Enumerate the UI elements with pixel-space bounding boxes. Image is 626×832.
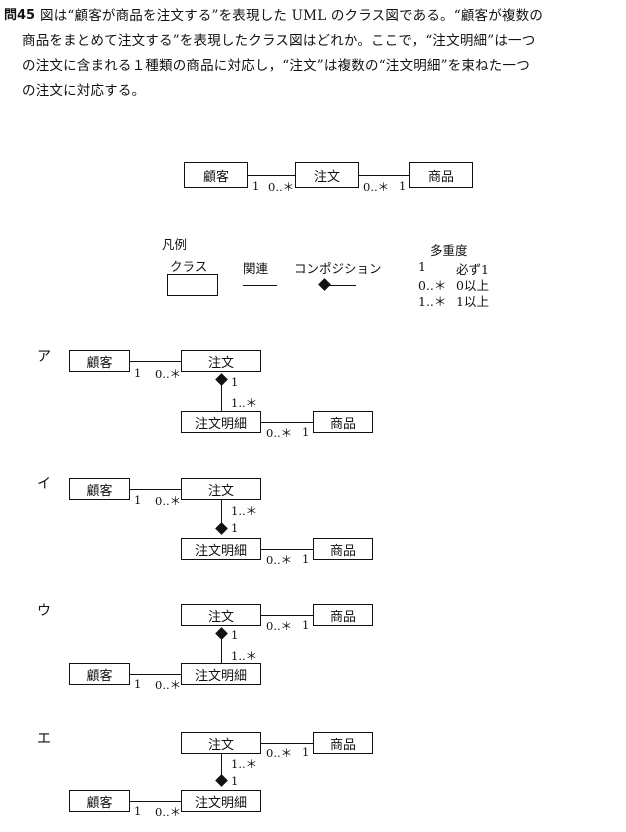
multiplicity-label: 1 xyxy=(302,552,310,566)
class-customer: 顧客 xyxy=(69,350,130,372)
multiplicity-symbol: 0..＊ xyxy=(418,278,447,293)
class-order: 注文 xyxy=(181,604,261,626)
multiplicity-label: 0..＊ xyxy=(155,494,182,508)
multiplicity-label: 0..＊ xyxy=(155,805,182,819)
class-product: 商品 xyxy=(313,604,373,626)
question-number: 問45 xyxy=(4,8,36,23)
legend-association-label: 関連 xyxy=(243,261,269,276)
class-product: 商品 xyxy=(409,162,473,188)
class-product: 商品 xyxy=(313,732,373,754)
option-u-label[interactable]: ウ xyxy=(37,603,51,619)
association-line xyxy=(130,361,181,362)
class-order: 注文 xyxy=(295,162,359,188)
association-line xyxy=(261,615,313,616)
multiplicity-label: 1 xyxy=(134,677,142,691)
composition-line xyxy=(221,754,222,776)
multiplicity-label: 1 xyxy=(231,375,239,389)
association-line xyxy=(359,175,409,176)
class-order-detail: 注文明細 xyxy=(181,411,261,433)
association-line xyxy=(261,743,313,744)
class-order-detail: 注文明細 xyxy=(181,538,261,560)
option-i-label[interactable]: イ xyxy=(37,476,51,492)
multiplicity-label: 1..＊ xyxy=(231,396,258,410)
multiplicity-label: 1 xyxy=(134,493,142,507)
multiplicity-label: 1..＊ xyxy=(231,649,258,663)
composition-diamond-icon xyxy=(215,522,228,535)
multiplicity-label: 0..＊ xyxy=(266,746,293,760)
multiplicity-label: 0..＊ xyxy=(363,180,390,194)
association-line xyxy=(261,422,313,423)
multiplicity-label: 0..＊ xyxy=(155,367,182,381)
multiplicity-meaning: 1以上 xyxy=(456,294,489,309)
multiplicity-symbol: 1 xyxy=(418,259,426,274)
class-customer: 顧客 xyxy=(69,663,130,685)
association-line xyxy=(130,801,181,802)
question-line-2: 商品をまとめて注文する”を表現したクラス図はどれか。ここで，“注文明細”は一つ xyxy=(22,33,536,49)
multiplicity-title: 多重度 xyxy=(430,243,468,258)
question-line-3: の注文に含まれる１種類の商品に対応し，“注文”は複数の“注文明細”を束ねた一つ xyxy=(22,58,530,74)
question-line-1: 図は“顧客が商品を注文する”を表現した UML のクラス図である。“顧客が複数の xyxy=(40,8,544,24)
multiplicity-label: 1 xyxy=(302,425,310,439)
composition-line xyxy=(221,500,222,524)
option-e-label[interactable]: エ xyxy=(37,731,51,747)
association-line xyxy=(248,175,295,176)
multiplicity-label: 1 xyxy=(252,179,260,193)
multiplicity-label: 0..＊ xyxy=(266,553,293,567)
multiplicity-label: 1 xyxy=(134,804,142,818)
multiplicity-label: 0..＊ xyxy=(266,619,293,633)
multiplicity-label: 1..＊ xyxy=(231,757,258,771)
composition-line xyxy=(221,384,222,411)
option-a-label[interactable]: ア xyxy=(37,349,51,365)
multiplicity-label: 1 xyxy=(231,774,239,788)
class-order: 注文 xyxy=(181,478,261,500)
multiplicity-label: 0..＊ xyxy=(268,180,295,194)
composition-diamond-icon xyxy=(215,774,228,787)
association-line xyxy=(130,489,181,490)
multiplicity-label: 1 xyxy=(231,628,239,642)
legend-composition-line xyxy=(328,285,356,286)
multiplicity-label: 1..＊ xyxy=(231,504,258,518)
class-order: 注文 xyxy=(181,350,261,372)
multiplicity-label: 0..＊ xyxy=(155,678,182,692)
multiplicity-label: 1 xyxy=(302,745,310,759)
class-customer: 顧客 xyxy=(69,790,130,812)
class-product: 商品 xyxy=(313,411,373,433)
class-customer: 顧客 xyxy=(69,478,130,500)
association-line xyxy=(261,549,313,550)
multiplicity-label: 0..＊ xyxy=(266,426,293,440)
class-order-detail: 注文明細 xyxy=(181,663,261,685)
legend-class-label: クラス xyxy=(170,259,208,274)
multiplicity-label: 1 xyxy=(134,366,142,380)
composition-line xyxy=(221,638,222,663)
question-line-4: の注文に対応する。 xyxy=(22,83,146,99)
legend-association-line xyxy=(243,285,277,286)
multiplicity-symbol: 1..＊ xyxy=(418,294,447,309)
multiplicity-label: 1 xyxy=(231,521,239,535)
legend-class-box xyxy=(167,274,218,296)
multiplicity-meaning: 必ず1 xyxy=(456,262,489,277)
legend-composition-label: コンポジション xyxy=(294,261,382,276)
class-customer: 顧客 xyxy=(184,162,248,188)
legend-title: 凡例 xyxy=(162,237,188,252)
multiplicity-label: 1 xyxy=(302,618,310,632)
class-order: 注文 xyxy=(181,732,261,754)
class-order-detail: 注文明細 xyxy=(181,790,261,812)
class-product: 商品 xyxy=(313,538,373,560)
association-line xyxy=(130,674,181,675)
multiplicity-meaning: 0以上 xyxy=(456,278,489,293)
multiplicity-label: 1 xyxy=(399,179,407,193)
